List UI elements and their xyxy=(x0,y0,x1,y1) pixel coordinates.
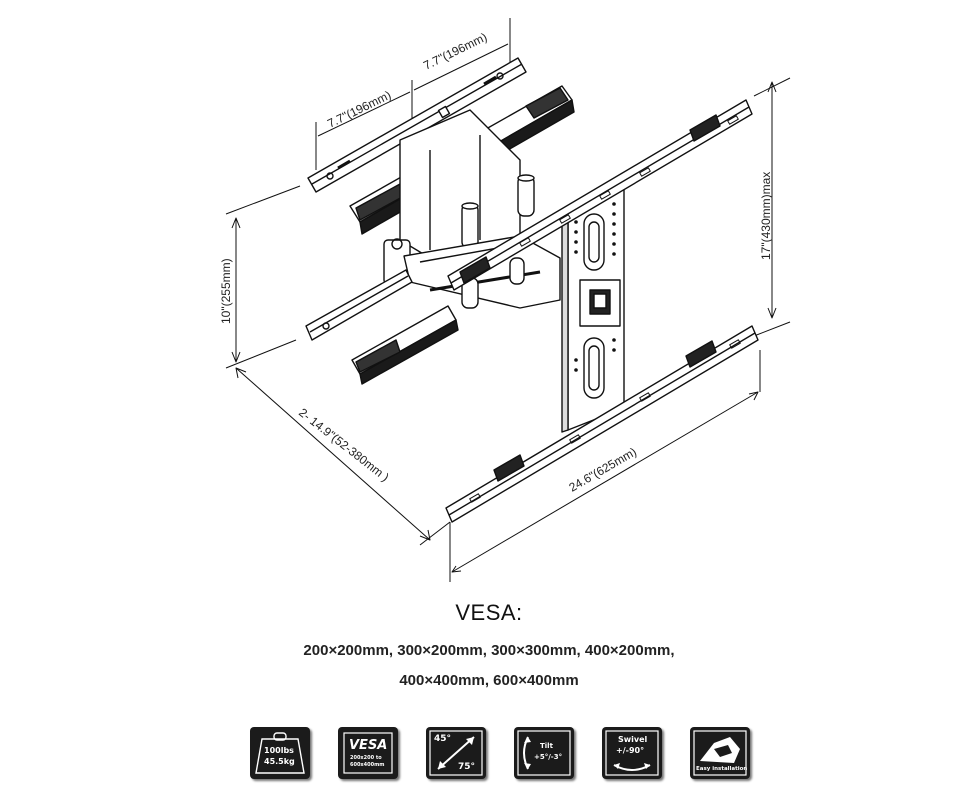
swivel-value: +/-90° xyxy=(616,746,645,755)
dimension-lines xyxy=(225,18,791,582)
wall-mount-diagram: 7.7"(196mm) 7.7"(196mm) 10"(255mm) 17"(4… xyxy=(219,18,791,582)
lower-arm-bar xyxy=(351,305,459,385)
top-rail xyxy=(307,57,527,193)
vesa-frame-icon xyxy=(343,732,393,774)
installation-label: Easy installation xyxy=(696,766,748,772)
installation-icon xyxy=(693,730,747,776)
easy-installation-badge: Easy installation xyxy=(690,727,750,779)
vesa-title: VESA: xyxy=(455,600,523,625)
vesa-sizes-line-1: 200×200mm, 300×200mm, 300×300mm, 400×200… xyxy=(303,642,675,659)
weight-lbs: 100lbs xyxy=(264,746,294,755)
angle-badge: 45° 75° xyxy=(426,727,486,779)
dim-height: 10"(255mm) xyxy=(219,258,233,324)
weight-capacity-badge: 100lbs 45.5kg xyxy=(250,727,310,779)
front-top-rail xyxy=(447,99,753,291)
swivel-title: Swivel xyxy=(618,735,648,744)
tilt-value: +5°/-3° xyxy=(534,753,563,761)
dim-plate-height: 17"(430mm)max xyxy=(759,172,773,260)
vesa-badge-range-2: 600x400mm xyxy=(350,762,385,768)
feature-badges: 100lbs 45.5kg VESA 200x200 to 600x400mm … xyxy=(0,727,978,787)
tilt-arrow-icon xyxy=(517,730,571,776)
swivel-arrow-icon xyxy=(605,730,659,776)
angle-top: 45° xyxy=(434,734,452,744)
tilt-badge: Tilt +5°/-3° xyxy=(514,727,574,779)
swivel-badge: Swivel +/-90° xyxy=(602,727,662,779)
dim-arm-left: 7.7"(196mm) xyxy=(325,88,393,131)
dim-arm-right: 7.7"(196mm) xyxy=(421,30,489,73)
left-lower-rail xyxy=(305,269,413,341)
vesa-badge: VESA 200x200 to 600x400mm xyxy=(338,727,398,779)
weight-kg: 45.5kg xyxy=(264,757,295,766)
dim-width: 24.6"(625mm) xyxy=(567,445,639,495)
front-bottom-rail xyxy=(445,325,759,523)
wall-plate xyxy=(561,187,625,433)
tilt-title: Tilt xyxy=(540,742,553,750)
angle-bottom: 75° xyxy=(458,762,476,772)
angle-arrow-icon xyxy=(429,730,483,776)
weight-icon xyxy=(255,732,305,774)
vesa-badge-range-1: 200x200 to xyxy=(350,755,382,761)
dim-extension: 2- 14.9"(52-380mm ) xyxy=(296,405,392,484)
vesa-badge-title: VESA xyxy=(349,738,388,753)
vesa-sizes-line-2: 400×400mm, 600×400mm xyxy=(399,672,579,689)
